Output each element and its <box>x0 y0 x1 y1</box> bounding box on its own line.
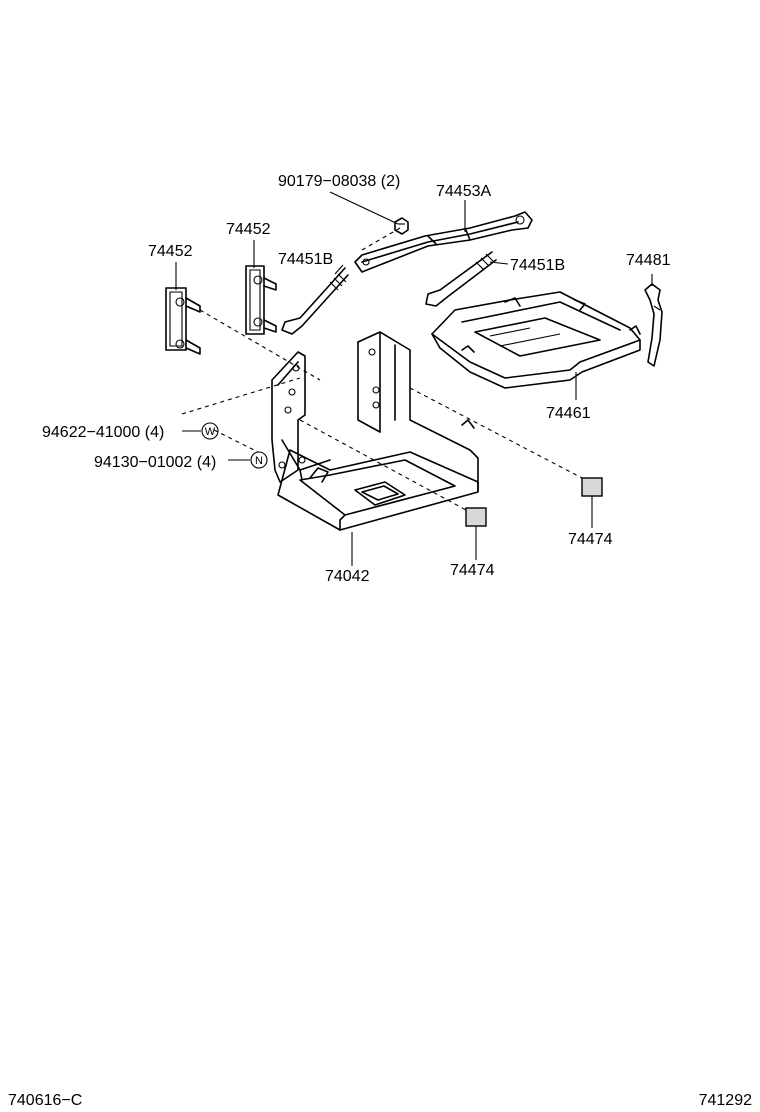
label-74474-lower: 74474 <box>450 562 495 579</box>
label-74474-right: 74474 <box>568 531 613 548</box>
label-94130: 94130−01002 (4) <box>94 454 216 471</box>
washer-symbol: W <box>201 422 219 440</box>
footer-left-code: 740616−C <box>8 1092 82 1109</box>
label-94622: 94622−41000 (4) <box>42 424 164 441</box>
hold-down-rod-74451B-right <box>425 251 497 307</box>
label-90179: 90179−08038 (2) <box>278 173 400 190</box>
washer-symbol-letter: W <box>205 426 216 438</box>
nut-symbol-letter: N <box>255 455 263 467</box>
nut-90179 <box>394 217 409 235</box>
label-74042: 74042 <box>325 568 370 585</box>
leader-lines <box>175 191 653 566</box>
label-74451B-left: 74451B <box>278 251 333 268</box>
label-74451B-right: 74451B <box>510 257 565 274</box>
label-74481: 74481 <box>626 252 671 269</box>
hold-down-clamp-74453A <box>354 211 533 273</box>
nut-symbol: N <box>250 451 268 469</box>
pad-74474-lower <box>465 507 487 527</box>
footer-right-code: 741292 <box>699 1092 752 1109</box>
clip-74481 <box>644 283 663 367</box>
assembly-lines <box>181 227 583 511</box>
bracket-74452-left <box>165 287 201 355</box>
label-74452-left: 74452 <box>148 243 193 260</box>
label-74453A: 74453A <box>436 183 491 200</box>
pad-74474-right <box>581 477 603 497</box>
battery-cover-74461 <box>431 291 641 389</box>
label-74461: 74461 <box>546 405 591 422</box>
label-74452-right: 74452 <box>226 221 271 238</box>
callout-labels: 90179−08038 (2) 74453A 74452 74452 74451… <box>42 173 671 585</box>
battery-tray-74042 <box>271 331 479 531</box>
hold-down-rod-74451B-left <box>281 267 349 335</box>
bracket-74452-right <box>245 265 277 335</box>
